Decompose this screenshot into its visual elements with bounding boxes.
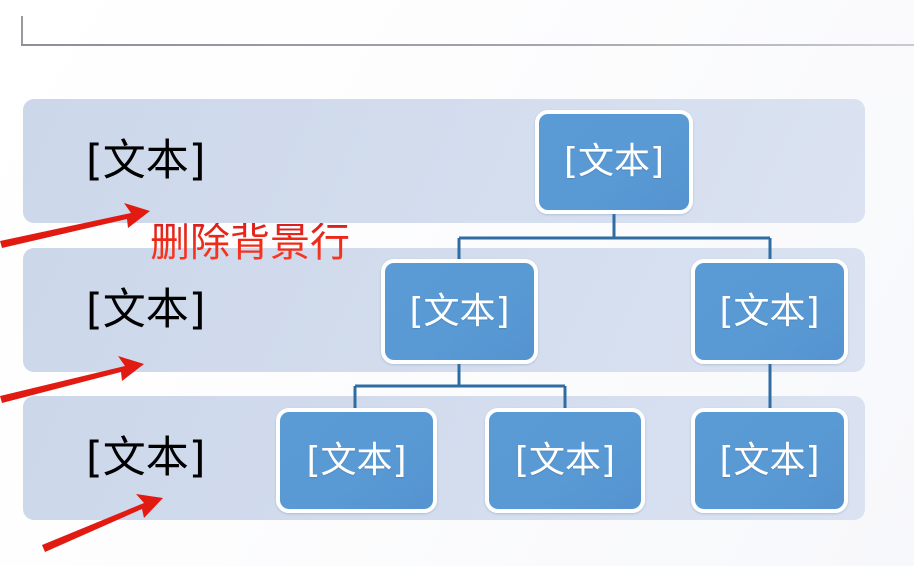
header-boundary-line <box>21 44 914 46</box>
node-mid-right-label: [文本] <box>719 290 820 332</box>
node-top-label: [文本] <box>563 141 665 182</box>
node-bottom-mid[interactable]: [文本] <box>485 408 645 513</box>
band-label-3[interactable]: [文本] <box>86 433 206 483</box>
band-label-1[interactable]: [文本] <box>86 136 206 186</box>
node-mid-right[interactable]: [文本] <box>691 259 848 364</box>
node-mid-left[interactable]: [文本] <box>381 259 538 364</box>
node-bottom-right-label: [文本] <box>719 439 820 481</box>
node-mid-left-label: [文本] <box>409 290 510 332</box>
node-bottom-right[interactable]: [文本] <box>691 408 848 513</box>
node-bottom-mid-label: [文本] <box>514 439 616 481</box>
node-bottom-left[interactable]: [文本] <box>276 408 437 513</box>
annotation-callout-text: 删除背景行 <box>150 220 350 266</box>
page-corner-mark-vertical <box>21 16 23 46</box>
node-top[interactable]: [文本] <box>535 110 693 214</box>
band-label-2[interactable]: [文本] <box>86 285 206 335</box>
node-bottom-left-label: [文本] <box>306 439 407 481</box>
background-band-1[interactable] <box>23 99 865 223</box>
